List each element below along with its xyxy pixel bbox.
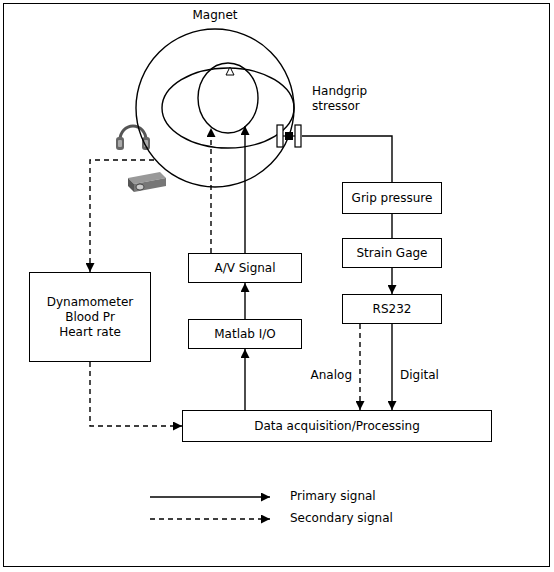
box-label: Grip pressure [352, 191, 433, 206]
process-box: Grip pressure [342, 182, 442, 214]
process-box: A/V Signal [188, 253, 302, 283]
secondary-signal-arrow [359, 324, 360, 410]
box-label: RS232 [373, 302, 412, 317]
secondary-signal-arrow [90, 362, 182, 426]
primary-signal-arrow [391, 324, 392, 410]
legend-samples [150, 497, 270, 519]
box-label: A/V Signal [214, 261, 275, 276]
legend-label: Secondary signal [290, 511, 393, 526]
box-label: Blood Pr [65, 310, 115, 325]
primary-signal-arrow [244, 349, 245, 410]
node-heading: Magnet [135, 8, 295, 23]
primary-signal-arrow [302, 136, 392, 182]
primary-signal-arrow [244, 283, 245, 319]
box-label: Strain Gage [356, 246, 427, 261]
process-box: Data acquisition/Processing [182, 410, 492, 442]
signal-label: Analog [309, 368, 354, 383]
legend-label: Primary signal [290, 489, 376, 504]
signal-label: Digital [398, 368, 441, 383]
process-box: Matlab I/O [188, 319, 302, 349]
primary-signal-arrow [244, 126, 245, 253]
primary-signal-arrow [391, 214, 392, 238]
headphones-icon [116, 126, 150, 150]
handgrip-symbol [276, 124, 302, 148]
box-label: Heart rate [59, 325, 121, 340]
primary-signal-arrow [391, 268, 392, 294]
handgrip-device: Handgrip stressor [276, 124, 302, 148]
box-label: Matlab I/O [214, 327, 276, 342]
box-label: Data acquisition/Processing [254, 419, 420, 434]
process-box: RS232 [342, 294, 442, 324]
magnet-bore: Magnet [135, 28, 295, 188]
node-heading: Handgrip stressor [312, 84, 384, 114]
process-box: Strain Gage [342, 238, 442, 268]
box-label: Dynamometer [47, 295, 133, 310]
secondary-signal-arrow [90, 160, 154, 272]
projector-icon [128, 172, 166, 192]
monitor-box: DynamometerBlood PrHeart rate [29, 272, 151, 362]
magnet-outline [135, 28, 295, 188]
